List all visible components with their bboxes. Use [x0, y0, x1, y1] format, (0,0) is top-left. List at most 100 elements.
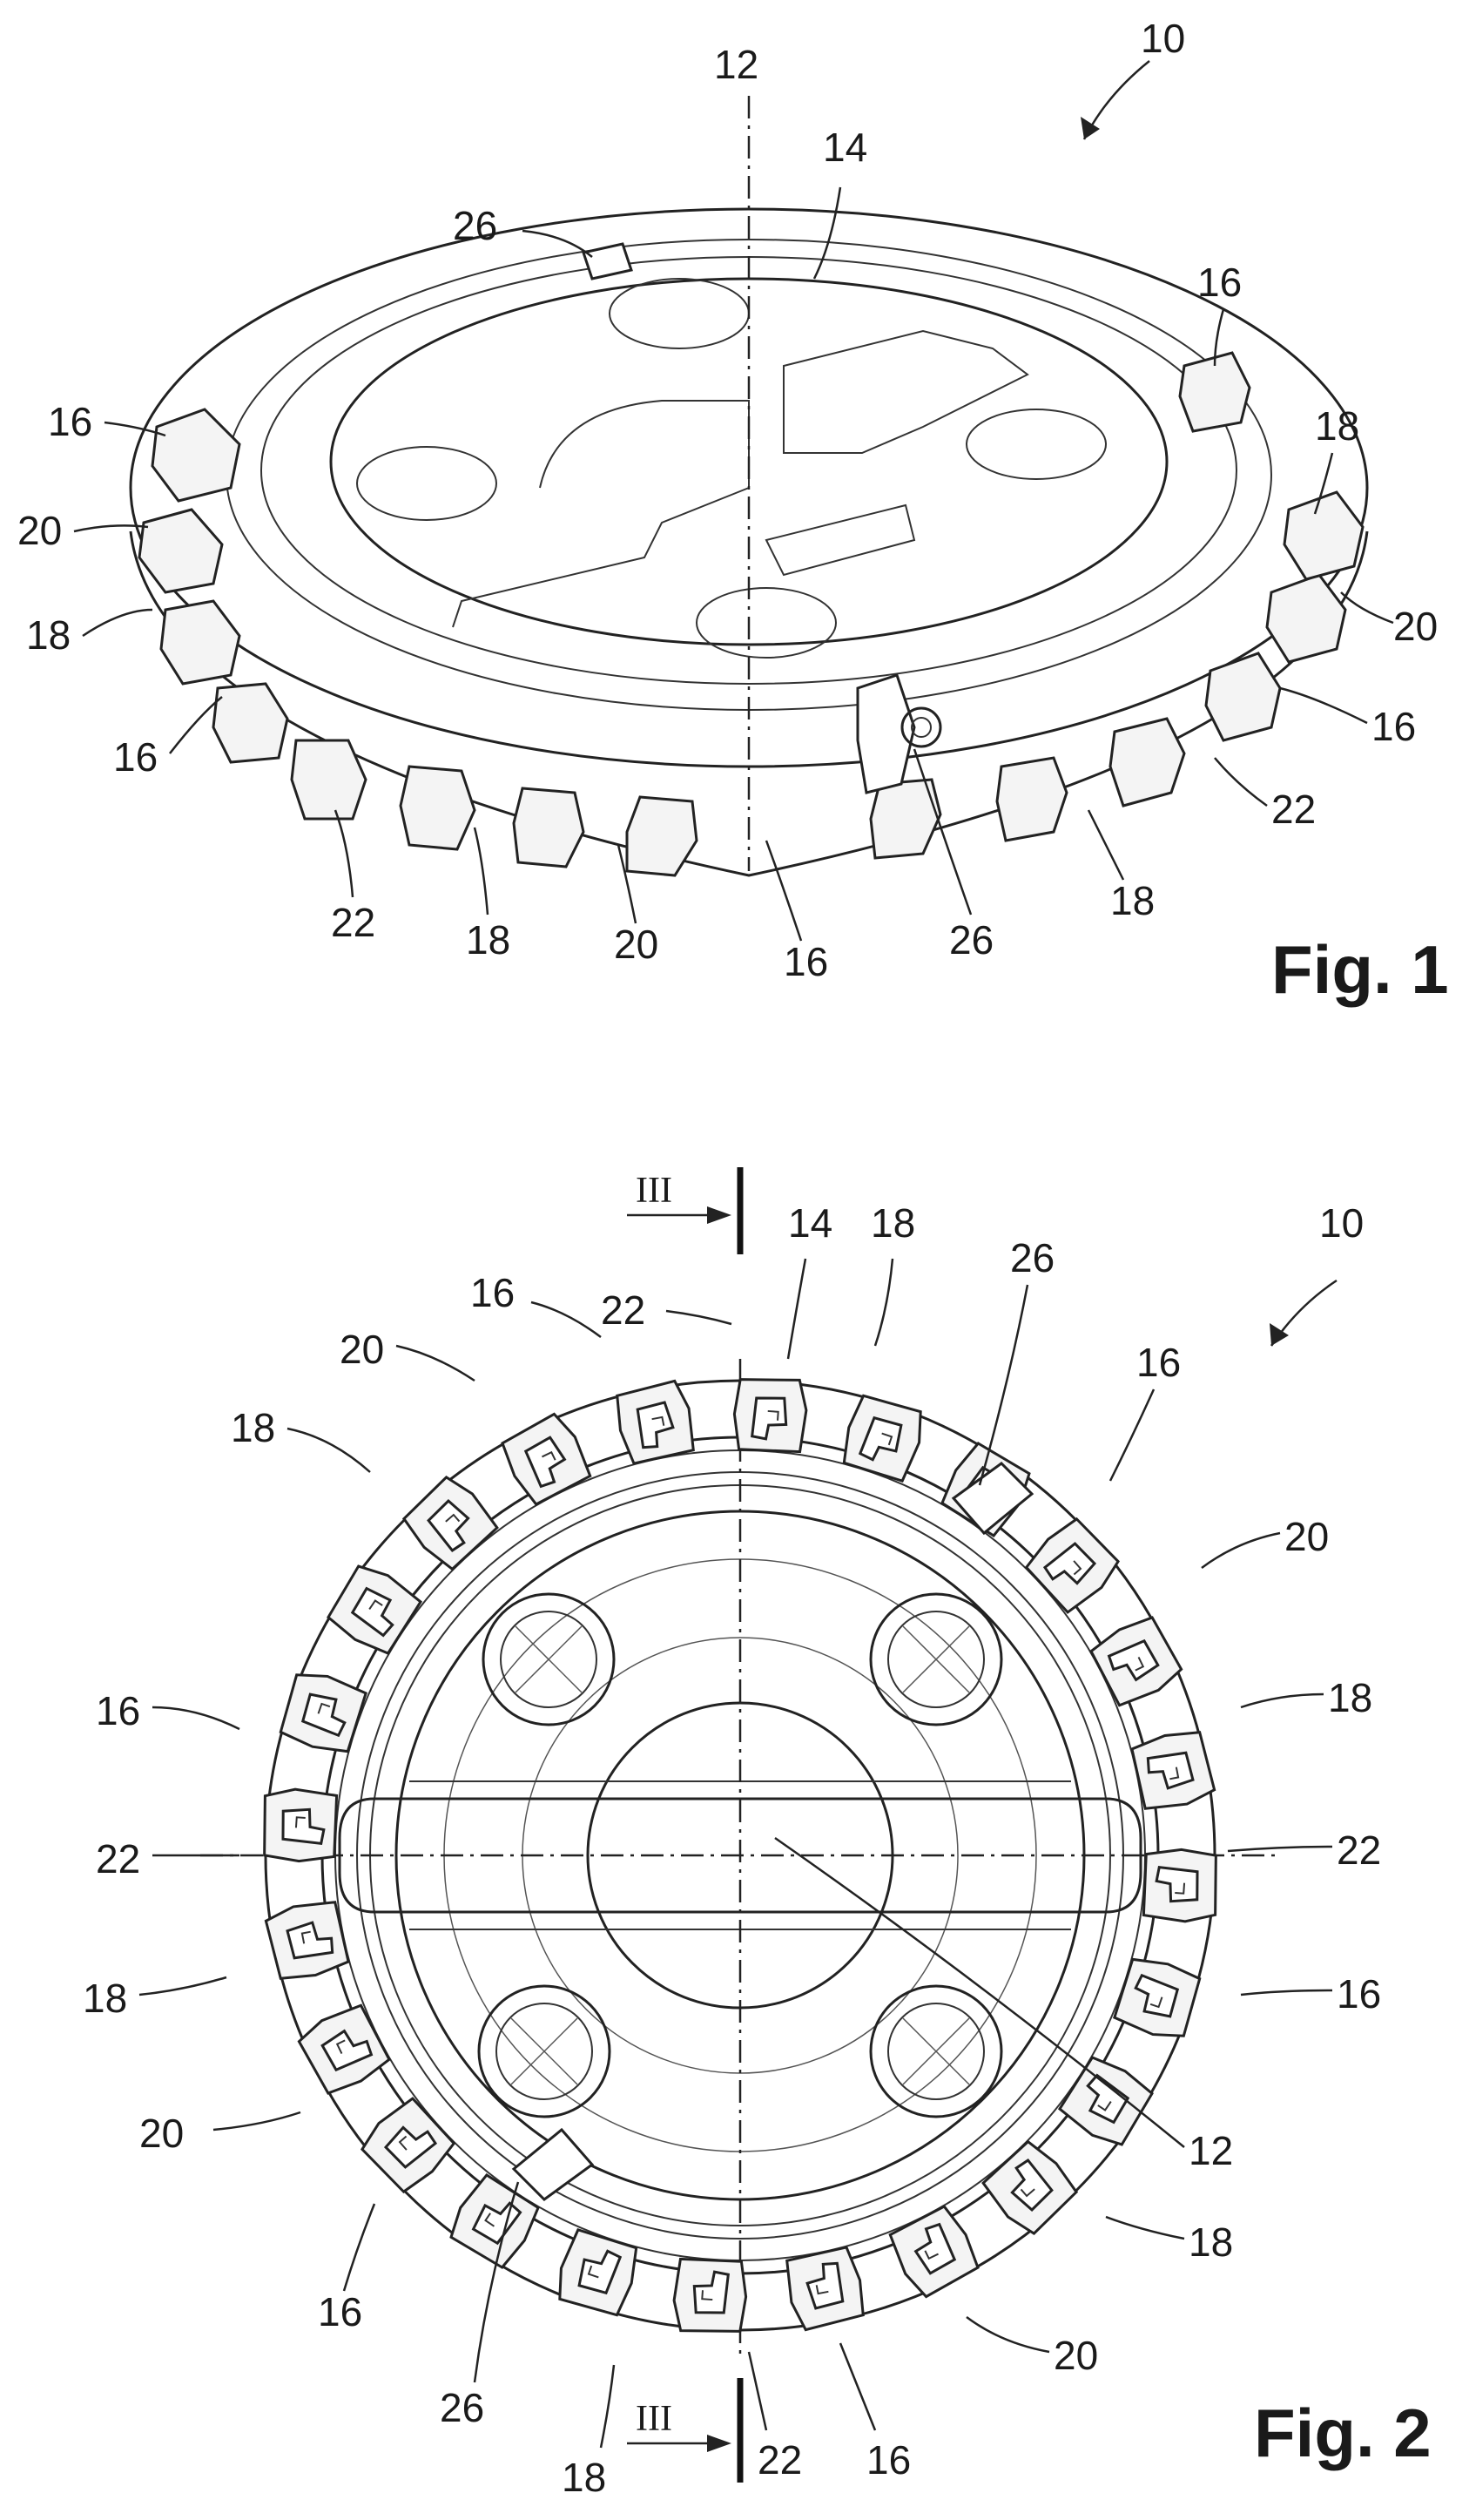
fig2-cutting-insert [1088, 1613, 1185, 1710]
fig2-cutting-insert [399, 1471, 501, 1573]
fig1-drive-slot [453, 401, 749, 627]
fig2-label-18-lowleft: 18 [83, 1976, 127, 2021]
figure-2: III III 10 14 18 22 16 26 20 18 16 20 18… [83, 1167, 1432, 2500]
fig1-tooth [1284, 492, 1363, 579]
fig2-leader-18-bottom [601, 2365, 614, 2448]
fig2-label-26-top: 26 [1010, 1235, 1055, 1280]
fig1-leader-14 [814, 187, 840, 279]
fig2-title: Fig. 2 [1254, 2395, 1432, 2471]
fig2-cutting-insert [356, 2095, 458, 2197]
fig1-label-26-top: 26 [453, 203, 497, 248]
fig2-leader-22-top [666, 1311, 731, 1324]
fig1-key-block [766, 505, 914, 575]
fig2-cutting-insert [1112, 1953, 1204, 2044]
fig2-label-18-lowright: 18 [1189, 2219, 1233, 2265]
fig2-label-20-topleft: 20 [340, 1327, 384, 1372]
fig1-tooth [514, 788, 583, 867]
fig2-label-18-left: 18 [231, 1405, 275, 1450]
fig2-cutting-insert [672, 2257, 749, 2335]
fig1-leader-22b [335, 810, 353, 897]
fig1-tooth [871, 780, 940, 858]
fig2-leader-22-right [1228, 1847, 1332, 1851]
fig1-label-16-right: 16 [1371, 704, 1416, 749]
fig2-section-label-bottom: III [636, 2399, 672, 2439]
fig1-tooth [161, 601, 239, 684]
fig2-label-14: 14 [788, 1200, 832, 1246]
fig2-bore-top-right [871, 1594, 1001, 1725]
fig1-leader-18c [475, 828, 488, 915]
fig2-leader-20-topleft [396, 1346, 475, 1381]
fig2-cutting-insert [323, 1559, 423, 1659]
fig2-leader-22-bottom [749, 2352, 766, 2430]
fig2-cutting-insert [980, 2137, 1082, 2239]
fig2-label-22-right: 22 [1337, 1828, 1381, 1873]
fig1-tooth [401, 767, 475, 849]
fig2-label-18-bottom: 18 [562, 2455, 606, 2500]
fig2-bore-bottom-right [871, 1986, 1001, 2117]
fig2-label-26-bottom: 26 [440, 2385, 484, 2430]
fig1-tooth [292, 740, 366, 819]
fig2-label-20-left: 20 [139, 2111, 184, 2156]
fig1-tooth [1110, 719, 1184, 806]
fig1-bore-4 [697, 588, 836, 658]
fig2-label-16-left: 16 [96, 1688, 140, 1733]
fig1-label-18-right: 18 [1315, 403, 1359, 449]
fig1-label-12: 12 [714, 42, 758, 87]
fig1-label-26-bottom: 26 [949, 917, 994, 963]
fig2-label-10: 10 [1319, 1200, 1364, 1246]
fig1-leader-18d [83, 610, 152, 636]
fig2-label-22-bottom: 22 [758, 2437, 802, 2483]
fig2-leader-20-right [1202, 1533, 1280, 1568]
fig1-leader-16c [766, 841, 801, 941]
fig2-cutting-insert [1021, 1514, 1123, 1616]
fig2-section-arrowhead-top [707, 1206, 731, 1224]
fig2-leader-18-lowright [1106, 2217, 1184, 2239]
fig2-cutting-insert [444, 2172, 544, 2272]
fig2-leader-16-left [152, 1707, 239, 1729]
fig2-cutting-insert [260, 1787, 339, 1864]
fig1-label-16-left: 16 [113, 734, 158, 780]
fig1-tooth [997, 758, 1067, 841]
fig2-cutting-insert [498, 1410, 595, 1507]
fig2-cutting-insert [551, 2227, 643, 2320]
fig1-leader-16b [1280, 688, 1367, 723]
fig2-label-16-right: 16 [1136, 1340, 1181, 1385]
fig1-label-18-bottom: 18 [466, 917, 510, 963]
fig1-leader-26a [522, 231, 592, 257]
fig2-label-22-left: 22 [96, 1836, 140, 1882]
fig2-label-16-bottom: 16 [866, 2437, 911, 2483]
fig2-bore-top-left [483, 1594, 614, 1725]
fig2-label-16-topleft: 16 [470, 1270, 515, 1315]
fig1-label-16-bottom: 16 [784, 939, 828, 984]
fig1-label-20-right: 20 [1393, 604, 1438, 649]
fig1-teeth [139, 353, 1363, 875]
fig2-leader-16-bottomleft [344, 2204, 374, 2291]
fig2-leader-18-left [287, 1429, 370, 1472]
fig2-leader-26-top [980, 1285, 1028, 1485]
fig1-tooth [213, 684, 287, 762]
fig1-ref-arrowhead [1081, 117, 1100, 139]
fig2-label-16-lowright: 16 [1337, 1971, 1381, 2017]
fig2-label-18-right: 18 [1328, 1675, 1372, 1720]
fig2-leader-18-right [1241, 1694, 1324, 1707]
fig1-clamp-26-top [583, 244, 631, 279]
fig1-label-20-bottom: 20 [614, 922, 658, 967]
fig2-leader-16-right [1110, 1389, 1154, 1481]
fig2-leader-20-bottomright [967, 2317, 1049, 2352]
fig1-label-18-left: 18 [26, 612, 71, 658]
fig1-label-22-bottomleft: 22 [331, 900, 375, 945]
fig1-label-20-left: 20 [17, 508, 62, 553]
fig2-label-22-top: 22 [601, 1287, 645, 1333]
fig1-label-16-topright: 16 [1197, 260, 1242, 305]
fig2-cutting-insert [276, 1666, 368, 1758]
fig1-label-18-bottomright: 18 [1110, 878, 1155, 923]
fig1-tooth [139, 510, 222, 592]
fig1-leader-18b [1088, 810, 1123, 880]
fig1-drive-slot-2 [784, 331, 1028, 453]
fig1-label-16-topleft: 16 [48, 399, 92, 444]
fig1-tooth [1267, 575, 1345, 662]
fig1-tooth [1206, 653, 1280, 740]
fig2-leader-16-bottom [840, 2343, 875, 2430]
fig2-cutting-insert [838, 1391, 929, 1483]
